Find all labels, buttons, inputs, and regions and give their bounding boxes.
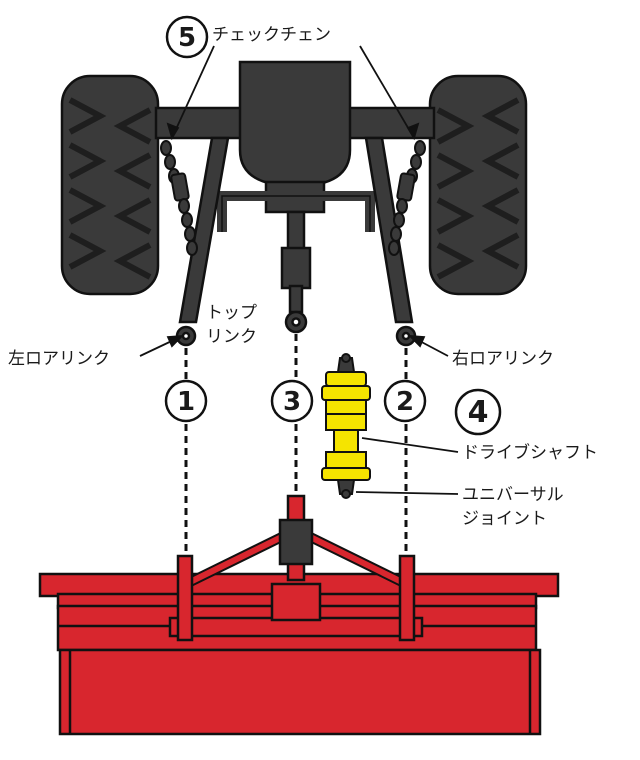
check-chain-label: チェックチェン [212, 25, 331, 45]
right-tire-icon [428, 74, 528, 296]
universal-joint-label-line2: ジョイント [462, 509, 547, 529]
alignment-guides [184, 334, 408, 560]
tractor [60, 60, 528, 347]
step-4-badge: 4 [454, 388, 502, 436]
step-1-badge: 1 [164, 379, 208, 423]
implement [38, 494, 560, 736]
svg-text:5: 5 [178, 23, 196, 53]
svg-text:1: 1 [177, 387, 195, 417]
svg-text:2: 2 [396, 387, 414, 417]
svg-text:4: 4 [468, 395, 489, 430]
drive-shaft-icon [321, 353, 371, 499]
right-check-chain-icon [388, 140, 426, 256]
left-tire-icon [60, 74, 160, 296]
top-link-label-line2: リンク [206, 327, 257, 347]
right-lower-link-label: 右ロアリンク [452, 349, 554, 369]
rotary-tiller-icon [38, 494, 560, 736]
svg-text:3: 3 [283, 387, 301, 417]
top-link-label-line1: トップ [206, 303, 257, 323]
universal-joint-label-line1: ユニバーサル [462, 485, 564, 505]
drive-shaft-label: ドライブシャフト [462, 442, 598, 463]
step-3-badge: 3 [270, 379, 314, 423]
step-2-badge: 2 [383, 379, 427, 423]
step-5-badge: 5 [165, 15, 209, 59]
callout-lines [139, 45, 459, 495]
left-check-chain-icon [160, 140, 198, 256]
left-lower-link-label: 左ロアリンク [8, 349, 110, 369]
